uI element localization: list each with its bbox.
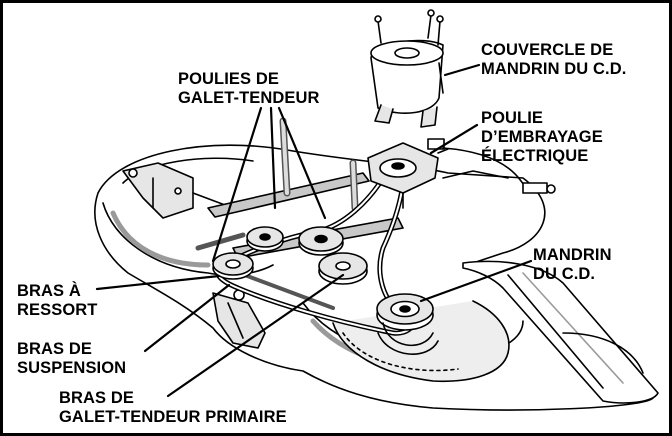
label-line: POULIES DE <box>178 70 279 88</box>
label-line: POULIE <box>481 109 544 127</box>
label-line: BRAS DE <box>59 389 134 407</box>
label-bras-galet-primaire: BRAS DE GALET-TENDEUR PRIMAIRE <box>59 389 287 427</box>
callout-leaders <box>95 63 533 398</box>
center-spindle-pulley <box>318 252 368 285</box>
label-bras-suspension: BRAS DE SUSPENSION <box>17 340 126 378</box>
label-line: MANDRIN DU C.D. <box>481 60 627 78</box>
clutch-wire <box>442 147 556 194</box>
label-mandrin: MANDRIN DU C.D. <box>533 246 612 284</box>
label-poulie-embrayage: POULIE D’EMBRAYAGE ÉLECTRIQUE <box>481 109 603 166</box>
label-line: MANDRIN <box>533 246 612 264</box>
electric-clutch-pulley <box>367 138 449 209</box>
drive-belt <box>215 164 416 336</box>
label-line: BRAS DE <box>17 340 92 358</box>
label-couvercle-mandrin: COUVERCLE DE MANDRIN DU C.D. <box>481 41 626 79</box>
label-line: GALET-TENDEUR <box>178 89 320 107</box>
label-line: COUVERCLE DE <box>481 41 614 59</box>
label-line: DU C.D. <box>533 265 596 283</box>
label-line: D’EMBRAYAGE <box>481 128 603 146</box>
label-line: GALET-TENDEUR PRIMAIRE <box>59 408 287 426</box>
idler-pulley-center <box>298 226 344 256</box>
right-spindle-pulley <box>376 293 439 355</box>
left-bracket <box>122 162 234 219</box>
label-poulies-galet-tendeur: POULIES DE GALET-TENDEUR <box>178 70 320 108</box>
idler-pulley-left <box>246 226 284 252</box>
left-spindle-pulley <box>212 252 254 280</box>
label-line: BRAS À <box>17 282 81 300</box>
spindle-cover <box>370 9 444 128</box>
label-line: SUSPENSION <box>17 359 127 377</box>
label-line: RESSORT <box>17 301 98 319</box>
label-line: ÉLECTRIQUE <box>481 147 589 165</box>
label-bras-ressort: BRAS À RESSORT <box>17 282 97 320</box>
mower-deck-illustration <box>94 9 659 411</box>
